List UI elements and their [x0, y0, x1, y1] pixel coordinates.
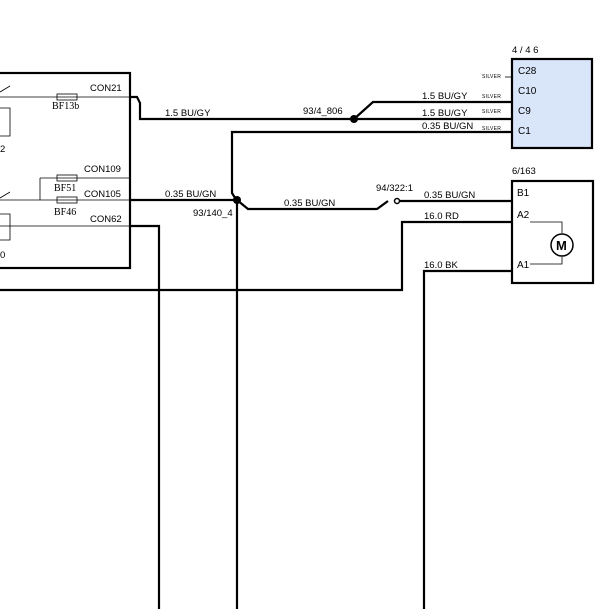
motor-6-163: 6/163 B1 A2 A1 M [510, 166, 595, 285]
fuse-bf13b-label: BF13b [52, 101, 79, 112]
fuse-bf46-label: BF46 [54, 207, 76, 218]
label-splice-93-140-4: 93/140_4 [193, 208, 233, 219]
wire-splice-mid [236, 199, 389, 211]
tag-silver-c28: SILVER [482, 74, 501, 80]
wire-a1 [422, 269, 512, 609]
fuse-bf51 [56, 174, 78, 182]
connector-4-46-box [510, 57, 594, 150]
label-w-a2: 16.0 RD [424, 211, 459, 222]
motor-symbol: M [556, 238, 567, 253]
motor-box [510, 179, 595, 285]
splice-93-4-806 [350, 115, 358, 123]
relay-partial-1 [0, 107, 11, 137]
relay-switch-2 [0, 191, 11, 199]
pin-c10: C10 [518, 86, 537, 97]
motor-icon [550, 233, 574, 257]
partial-label-2: 0 [0, 250, 5, 261]
pin-a2: A2 [517, 210, 530, 221]
label-w-c1: 0.35 BU/GN [422, 121, 473, 132]
label-w-con21: 1.5 BU/GY [165, 108, 211, 119]
left-module: BF13b BF51 BF46 2 0 CON21 CON109 CON105 … [0, 71, 132, 270]
label-w-con105: 0.35 BU/GN [165, 189, 216, 200]
relay-partial-2 [0, 213, 11, 241]
pin-b1: B1 [517, 188, 530, 199]
label-splice-93-4-806: 93/4_806 [303, 106, 343, 117]
wires [0, 95, 512, 609]
motor-wire-bottom [530, 257, 563, 265]
wire-con21-c9 [130, 95, 512, 121]
wire-labels: 1.5 BU/GY 1.5 BU/GY 1.5 BU/GY 0.35 BU/GN… [165, 91, 475, 271]
relay-switch-1 [0, 85, 11, 93]
tag-silver-c1: SILVER [482, 126, 501, 132]
pin-con105: CON105 [84, 189, 121, 200]
partial-label-1: 2 [0, 144, 5, 155]
left-module-box [0, 71, 132, 270]
label-w-c9: 1.5 BU/GY [422, 108, 468, 119]
fuse-bf46 [56, 196, 78, 204]
pin-a1: A1 [517, 260, 530, 271]
pin-con21: CON21 [90, 83, 122, 94]
motor-wire-top [530, 221, 563, 233]
pin-con62: CON62 [90, 214, 122, 225]
label-splice-94-322-1: 94/322:1 [376, 183, 413, 194]
motor-id: 6/163 [512, 166, 536, 177]
connector-4-46: 4 / 4 6 C28 C10 C9 C1 SILVER SILVER SILV… [482, 45, 594, 150]
wire-con62-down [130, 224, 161, 609]
label-w-c10: 1.5 BU/GY [422, 91, 468, 102]
label-w-a1: 16.0 BK [424, 260, 458, 271]
tag-silver-c9: SILVER [482, 109, 501, 115]
label-w-mid: 0.35 BU/GN [284, 198, 335, 209]
pin-c1: C1 [518, 126, 531, 137]
fuse-bf51-label: BF51 [54, 183, 76, 194]
tag-silver-c10: SILVER [482, 94, 501, 100]
pin-c9: C9 [518, 106, 531, 117]
splice-93-140-4 [233, 196, 241, 204]
label-w-b1: 0.35 BU/GN [424, 190, 475, 201]
pin-con109: CON109 [84, 164, 121, 175]
connector-4-46-id: 4 / 4 6 [512, 45, 538, 56]
fuse-bf13b [56, 93, 78, 101]
wire-splice-c10 [353, 100, 512, 120]
splice-94-322-1 [393, 197, 401, 205]
wire-a2 [0, 220, 512, 292]
pin-c28: C28 [518, 66, 537, 77]
